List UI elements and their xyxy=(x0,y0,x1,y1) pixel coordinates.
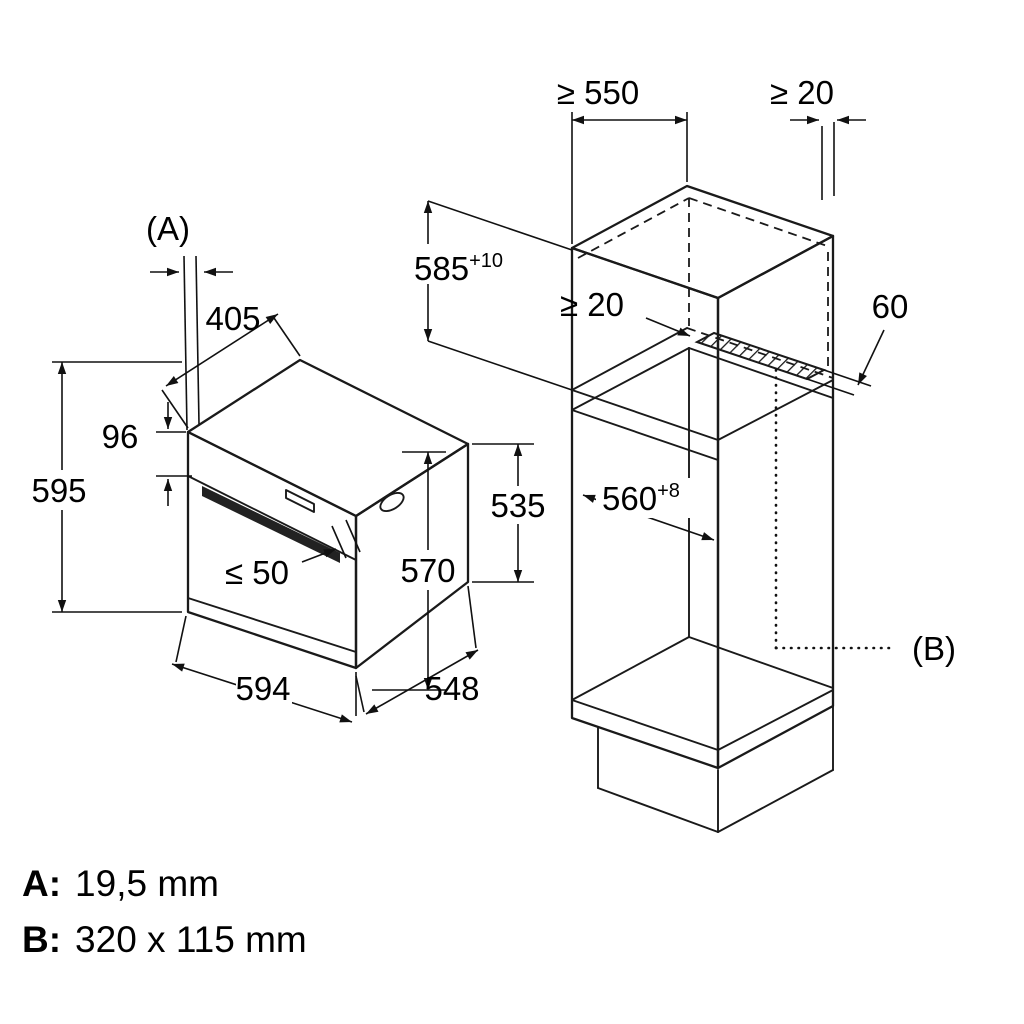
oven-top-face xyxy=(186,358,470,518)
dim-vent-60: 60 xyxy=(806,288,909,396)
cabinet-front-face xyxy=(570,246,720,770)
dim-handle-clearance-label: ≤ 50 xyxy=(225,554,289,591)
oven-handle xyxy=(202,486,340,563)
cabinet-plinth xyxy=(597,705,834,833)
dim-vent-depth-label: 60 xyxy=(872,288,909,325)
dim-min-depth-label: ≥ 550 xyxy=(557,74,639,111)
control-panel-line xyxy=(187,475,357,561)
dim-handle-clearance-50: ≤ 50 xyxy=(225,519,361,591)
cabinet-top-face xyxy=(570,184,835,300)
dim-shelf-rear-gap-label: ≥ 20 xyxy=(560,286,624,323)
dim-depth-label: 548 xyxy=(424,670,479,707)
legend-b: B:320 x 115 mm xyxy=(22,919,307,960)
dim-front-height-570: 570 xyxy=(372,451,456,691)
dim-width-594: 594 xyxy=(171,615,357,723)
dim-panel-height-label: 96 xyxy=(102,418,139,455)
oven-front-face xyxy=(186,430,358,670)
dim-depth-548: 548 xyxy=(355,585,480,715)
dim-niche-height-585: 585+10 xyxy=(408,200,573,391)
dim-total-height-595: 595 xyxy=(31,361,182,613)
section-b-leader xyxy=(774,368,896,650)
dim-rear-height-label: 535 xyxy=(490,487,545,524)
dim-top-depth-405: 405 xyxy=(161,300,301,429)
dim-panel-height-96: 96 xyxy=(102,402,192,506)
dim-niche-width-560: 560+8 xyxy=(582,478,715,541)
legend: A:19,5 mm B:320 x 115 mm xyxy=(22,863,307,960)
oven-door-line xyxy=(187,597,357,653)
legend-a: A:19,5 mm xyxy=(22,863,219,904)
dim-niche-width-label: 560+8 xyxy=(602,480,680,517)
label-a: (A) xyxy=(146,210,190,247)
dim-shelf-gap-20: ≥ 20 xyxy=(560,286,691,337)
side-grip xyxy=(379,491,405,513)
dim-width-label: 594 xyxy=(235,670,290,707)
cabinet-body xyxy=(570,184,896,833)
label-b: (B) xyxy=(912,630,956,667)
oven-body xyxy=(186,358,470,670)
cabinet-side-face xyxy=(716,234,835,770)
dim-top-depth-label: 405 xyxy=(205,300,260,337)
cabinet-shelf-lines xyxy=(571,327,834,751)
dim-rear-wall-gap-label: ≥ 20 xyxy=(770,74,834,111)
display-window xyxy=(285,489,315,513)
oven-drawing: (A) 405 96 595 xyxy=(31,210,546,723)
dim-min-depth-550: ≥ 550 xyxy=(557,74,688,244)
dim-front-height-label: 570 xyxy=(400,552,455,589)
dim-total-height-label: 595 xyxy=(31,472,86,509)
cabinet-drawing: ≥ 550 ≥ 20 585+10 ≥ 20 60 xyxy=(408,74,956,833)
dim-rear-gap-20-top: ≥ 20 xyxy=(770,74,866,200)
dim-rear-height-535: 535 xyxy=(472,443,546,583)
dim-niche-height-label: 585+10 xyxy=(414,250,503,287)
